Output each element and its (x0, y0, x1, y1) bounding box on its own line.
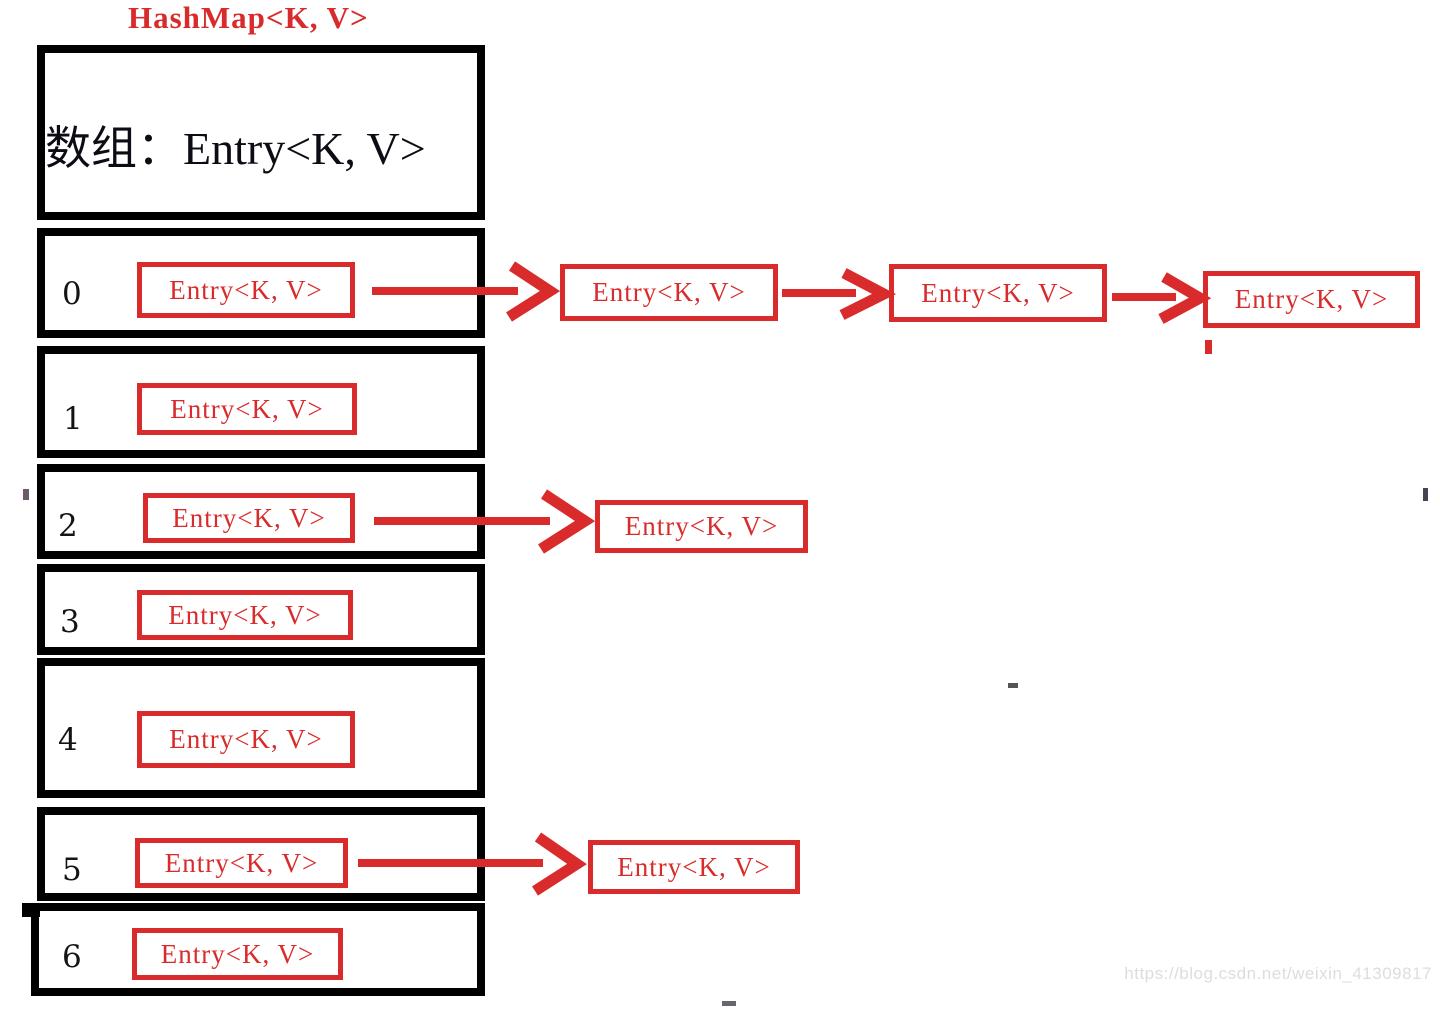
entry-box-row1: Entry<K, V> (137, 383, 357, 435)
entry-box-row2: Entry<K, V> (143, 493, 355, 543)
chain-arrow-row0-c (1112, 272, 1212, 324)
bucket-index-4: 4 (58, 722, 78, 758)
entry-box-row4: Entry<K, V> (137, 711, 355, 768)
chain-arrow-row0-b (782, 268, 897, 320)
diagram-title: HashMap<K, V> (128, 0, 369, 35)
bucket-index-0: 0 (62, 276, 82, 312)
chain-entry-row0-1: Entry<K, V> (560, 264, 778, 321)
bucket-index-3: 3 (60, 604, 80, 640)
stray-mark-left (23, 489, 29, 500)
chain-entry-row5-1: Entry<K, V> (588, 840, 800, 894)
red-tick-mark (1205, 340, 1212, 354)
watermark: https://blog.csdn.net/weixin_41309817 (1124, 964, 1432, 983)
bucket-index-5: 5 (62, 852, 82, 888)
array-header-box (37, 45, 485, 220)
stray-mark-bottom (722, 1001, 736, 1006)
entry-box-row3: Entry<K, V> (137, 590, 353, 640)
border-notch (22, 903, 40, 917)
stray-mark-right (1423, 488, 1428, 501)
entry-box-row0: Entry<K, V> (137, 262, 355, 318)
entry-box-row6: Entry<K, V> (132, 928, 343, 980)
stray-mark-middle (1008, 683, 1018, 688)
bucket-index-6: 6 (62, 939, 82, 975)
entry-box-row5: Entry<K, V> (135, 838, 348, 888)
bucket-row-6 (31, 903, 485, 996)
array-header-label: 数组：Entry<K, V> (45, 123, 426, 174)
bucket-index-1: 1 (63, 401, 83, 437)
bucket-index-2: 2 (58, 508, 78, 544)
chain-entry-row0-3: Entry<K, V> (1203, 271, 1420, 328)
chain-entry-row2-1: Entry<K, V> (595, 500, 808, 553)
chain-entry-row0-2: Entry<K, V> (889, 264, 1107, 322)
